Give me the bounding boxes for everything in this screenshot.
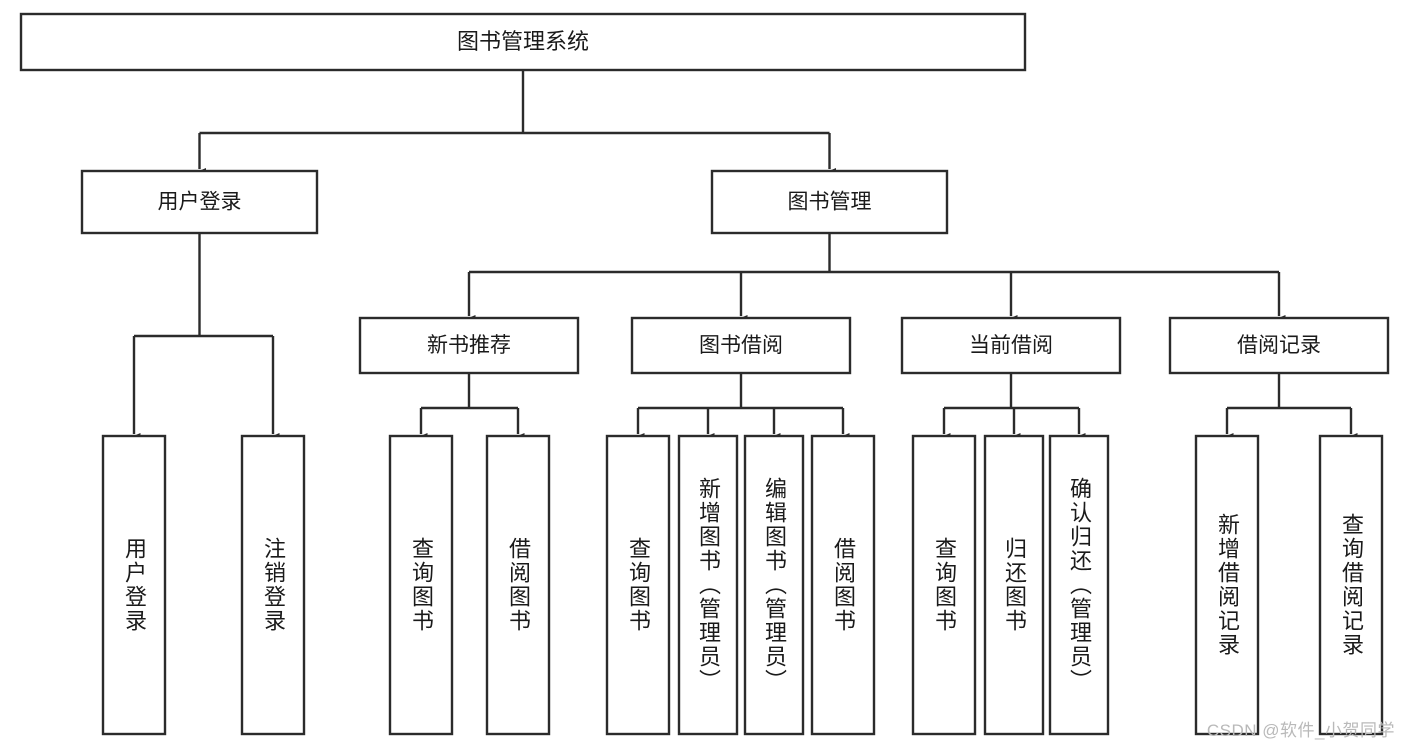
node-l3-2[interactable]: 当前借阅 bbox=[900, 316, 1122, 375]
node-l3-2-label: 当前借阅 bbox=[969, 334, 1053, 357]
node-l2-1-rect[interactable] bbox=[710, 169, 949, 235]
node-l3-1-label: 图书借阅 bbox=[699, 334, 783, 357]
node-leaf-7-rect[interactable] bbox=[810, 434, 876, 736]
node-leaf-8[interactable] bbox=[911, 434, 977, 736]
node-leaf-0[interactable] bbox=[101, 434, 167, 736]
node-leaf-11-rect[interactable] bbox=[1194, 434, 1260, 736]
node-leaf-9-rect[interactable] bbox=[983, 434, 1045, 736]
node-leaf-5[interactable] bbox=[677, 434, 739, 736]
node-l3-0[interactable]: 新书推荐 bbox=[358, 316, 580, 375]
node-l3-1[interactable]: 图书借阅 bbox=[630, 316, 852, 375]
node-leaf-12-rect[interactable] bbox=[1318, 434, 1384, 736]
node-leaf-10-rect[interactable] bbox=[1048, 434, 1110, 736]
node-l2-0-rect[interactable] bbox=[80, 169, 319, 235]
node-l2-1-label: 图书管理 bbox=[788, 191, 872, 214]
node-leaf-4[interactable] bbox=[605, 434, 671, 736]
node-leaf-1[interactable] bbox=[240, 434, 306, 736]
node-leaf-12[interactable] bbox=[1318, 434, 1384, 736]
node-leaf-2[interactable] bbox=[388, 434, 454, 736]
node-leaf-2-rect[interactable] bbox=[388, 434, 454, 736]
node-leaf-4-rect[interactable] bbox=[605, 434, 671, 736]
node-root-图书管理系统-rect[interactable] bbox=[19, 12, 1027, 72]
node-leaf-3[interactable] bbox=[485, 434, 551, 736]
node-leaf-9[interactable] bbox=[983, 434, 1045, 736]
node-l3-0-label: 新书推荐 bbox=[427, 334, 511, 357]
node-l2-0[interactable]: 用户登录 bbox=[80, 169, 319, 235]
node-leaf-1-rect[interactable] bbox=[240, 434, 306, 736]
node-l3-3-label: 借阅记录 bbox=[1237, 334, 1321, 357]
node-leaf-6[interactable] bbox=[743, 434, 805, 736]
node-l3-2-rect[interactable] bbox=[900, 316, 1122, 375]
node-leaf-0-rect[interactable] bbox=[101, 434, 167, 736]
node-l3-3-rect[interactable] bbox=[1168, 316, 1390, 375]
node-l2-0-label: 用户登录 bbox=[158, 191, 242, 214]
connector-lines bbox=[127, 70, 1358, 444]
node-root-图书管理系统[interactable]: 图书管理系统 bbox=[19, 12, 1027, 72]
node-leaf-3-rect[interactable] bbox=[485, 434, 551, 736]
node-l3-1-rect[interactable] bbox=[630, 316, 852, 375]
node-leaf-7[interactable] bbox=[810, 434, 876, 736]
watermark-text: CSDN @软件_小贺同学 bbox=[1206, 721, 1395, 740]
node-leaf-10[interactable] bbox=[1048, 434, 1110, 736]
node-leaf-8-rect[interactable] bbox=[911, 434, 977, 736]
node-l3-3[interactable]: 借阅记录 bbox=[1168, 316, 1390, 375]
node-leaf-6-rect[interactable] bbox=[743, 434, 805, 736]
node-leaf-11[interactable] bbox=[1194, 434, 1260, 736]
node-l2-1[interactable]: 图书管理 bbox=[710, 169, 949, 235]
node-root-图书管理系统-label: 图书管理系统 bbox=[457, 29, 589, 54]
node-l3-0-rect[interactable] bbox=[358, 316, 580, 375]
node-leaf-5-rect[interactable] bbox=[677, 434, 739, 736]
